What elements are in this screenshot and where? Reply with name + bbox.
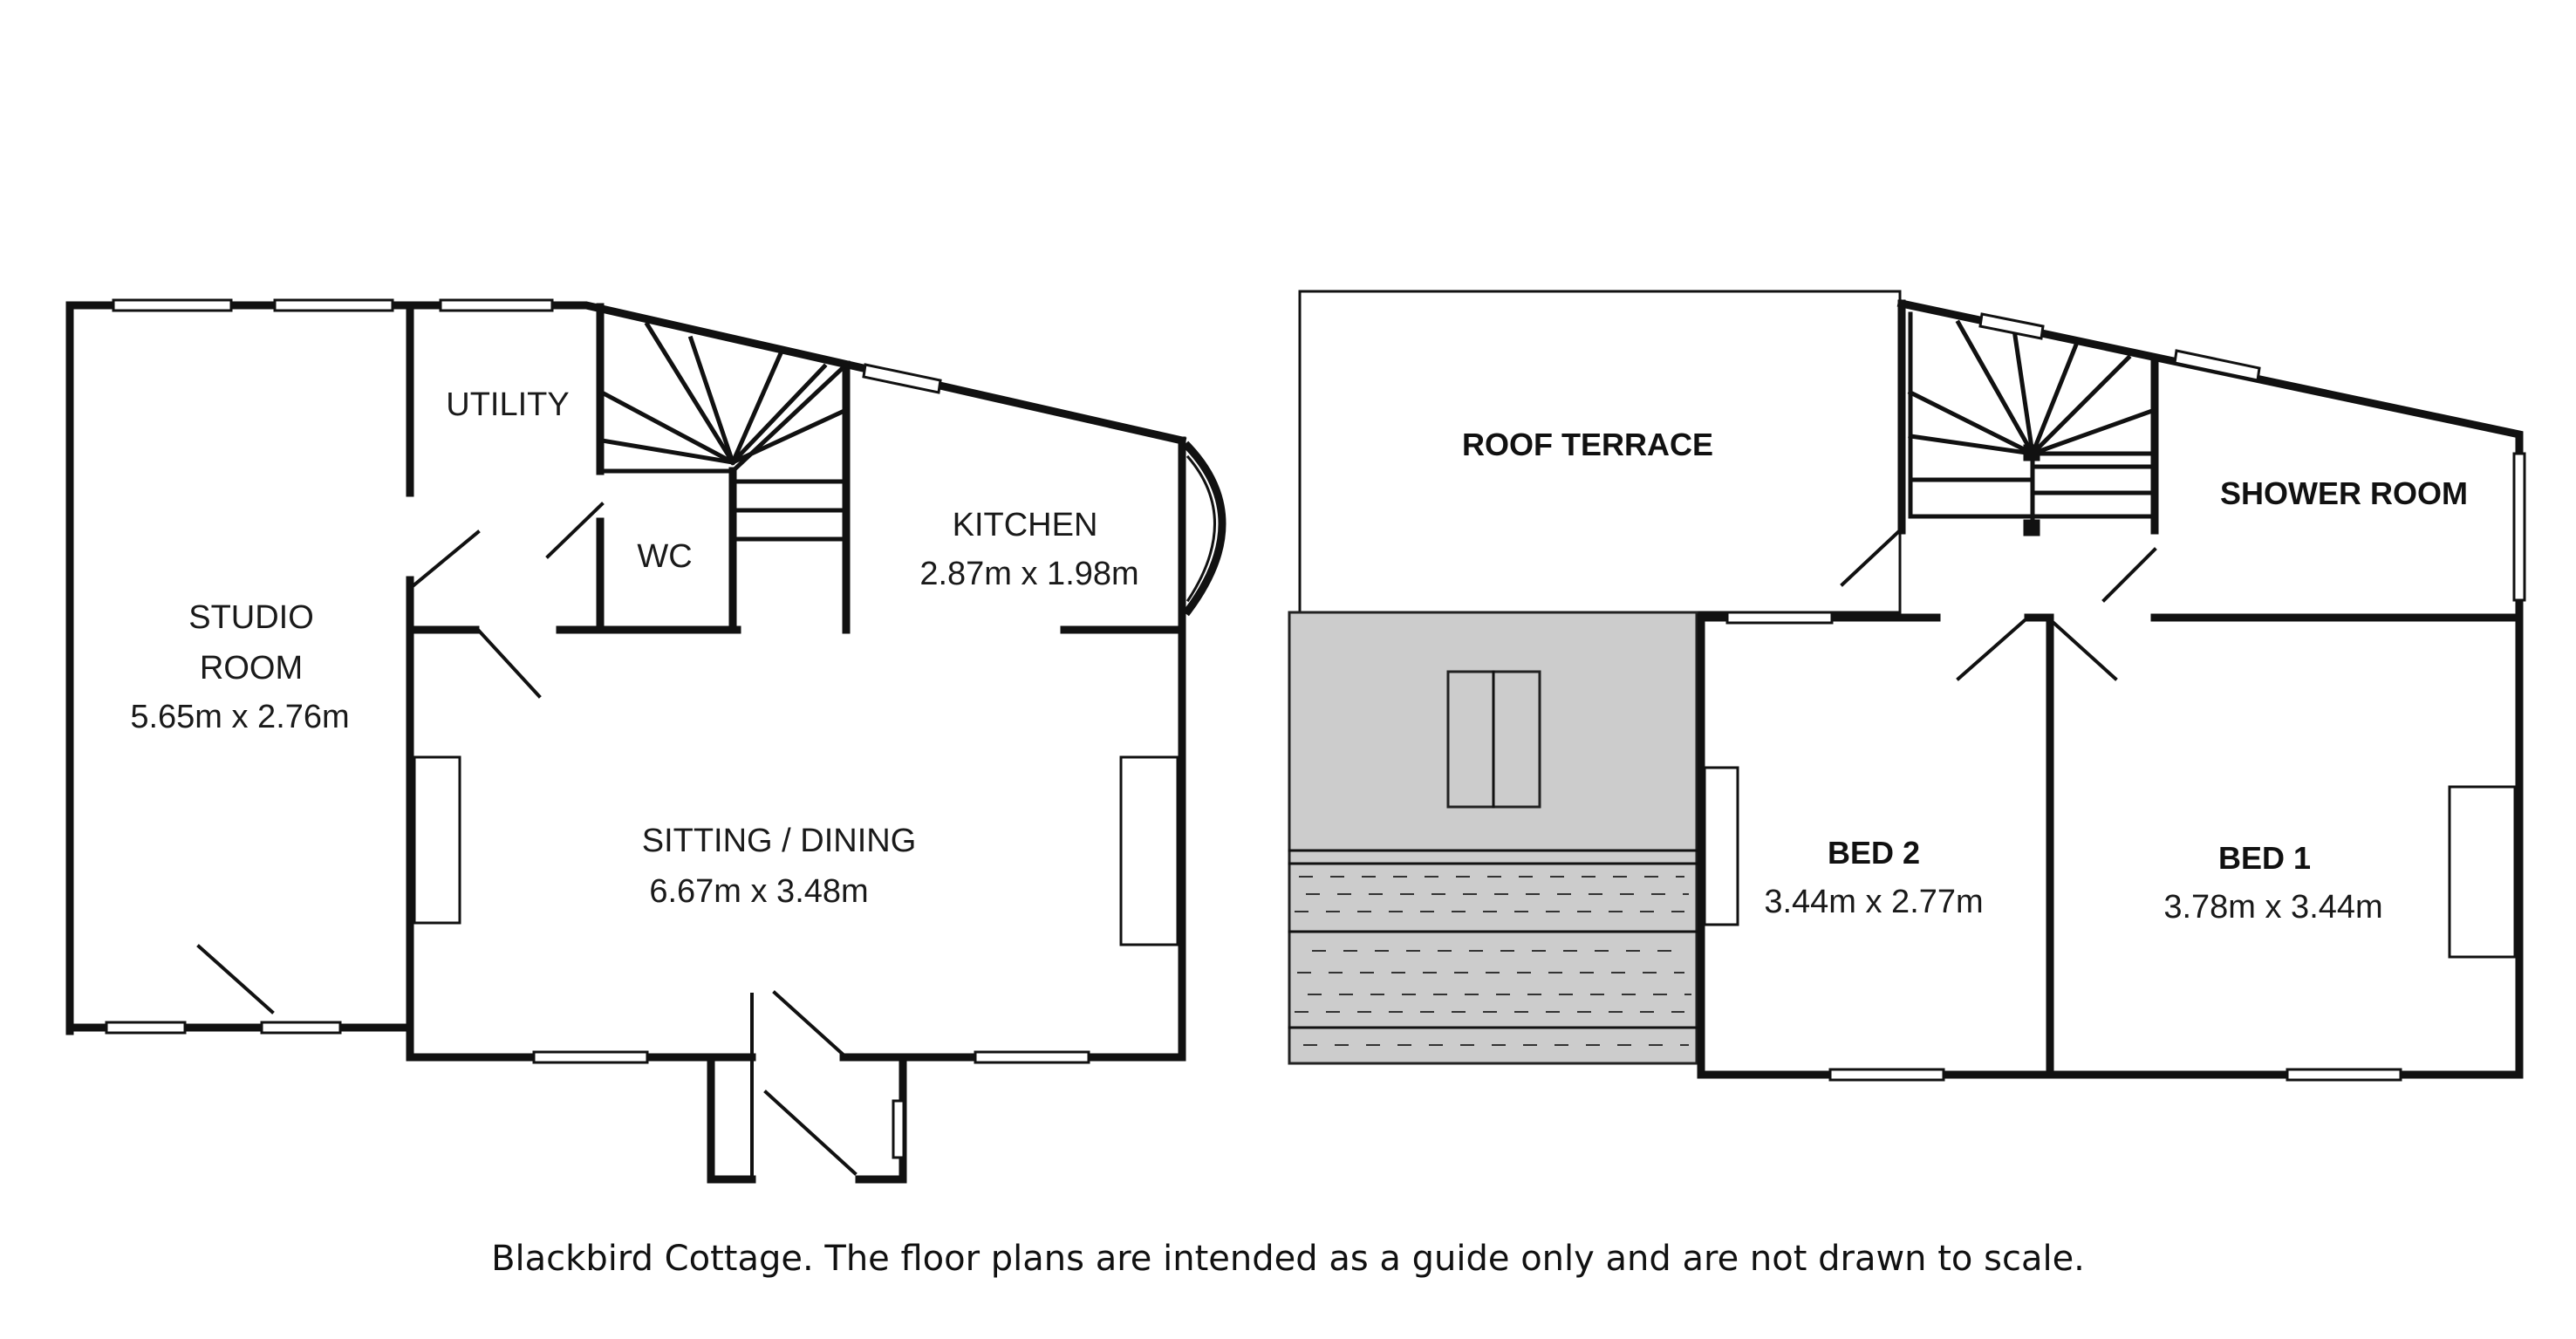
shower-room-name: SHOWER ROOM	[2220, 475, 2468, 511]
bed1-name: BED 1	[2218, 840, 2311, 876]
bed2-name: BED 2	[1828, 835, 1920, 871]
first-floor-doors	[1840, 528, 2157, 681]
ground-floor-plan	[65, 298, 1227, 1184]
sitting-dims: 6.67m x 3.48m	[649, 873, 868, 910]
utility-name: UTILITY	[446, 386, 569, 423]
room-labels: STUDIO ROOM 5.65m x 2.76m UTILITY WC KIT…	[130, 386, 2468, 926]
wc-name: WC	[637, 538, 692, 575]
ground-floor-doors	[196, 502, 858, 1181]
studio-name-line2: ROOM	[200, 650, 303, 687]
first-floor-walls	[1697, 298, 2524, 1079]
bed2-dims: 3.44m x 2.77m	[1764, 884, 1983, 920]
sitting-name: SITTING / DINING	[642, 823, 917, 859]
ground-floor-staircase	[598, 307, 850, 632]
kitchen-bay-window	[1182, 441, 1227, 617]
first-floor-staircase	[1907, 311, 2158, 536]
fireplace-left	[413, 755, 461, 925]
first-floor-plan	[1288, 290, 2526, 1082]
first-floor-windows	[1725, 312, 2526, 1082]
ground-floor-windows	[105, 298, 1090, 1159]
kitchen-dims: 2.87m x 1.98m	[919, 556, 1138, 592]
plan-caption: Blackbird Cottage. The floor plans are i…	[491, 1239, 2085, 1279]
studio-dims: 5.65m x 2.76m	[130, 699, 349, 735]
terrace-deck	[1288, 611, 1698, 1065]
roof-terrace-name: ROOF TERRACE	[1462, 427, 1713, 462]
wardrobe-bed2	[1703, 766, 1739, 926]
wardrobe-bed1	[2448, 785, 2517, 959]
kitchen-name: KITCHEN	[953, 507, 1098, 543]
bed1-dims: 3.78m x 3.44m	[2163, 889, 2382, 926]
studio-name-line1: STUDIO	[188, 599, 314, 636]
ground-floor-walls	[65, 301, 1187, 1184]
fireplace-right	[1119, 755, 1179, 946]
